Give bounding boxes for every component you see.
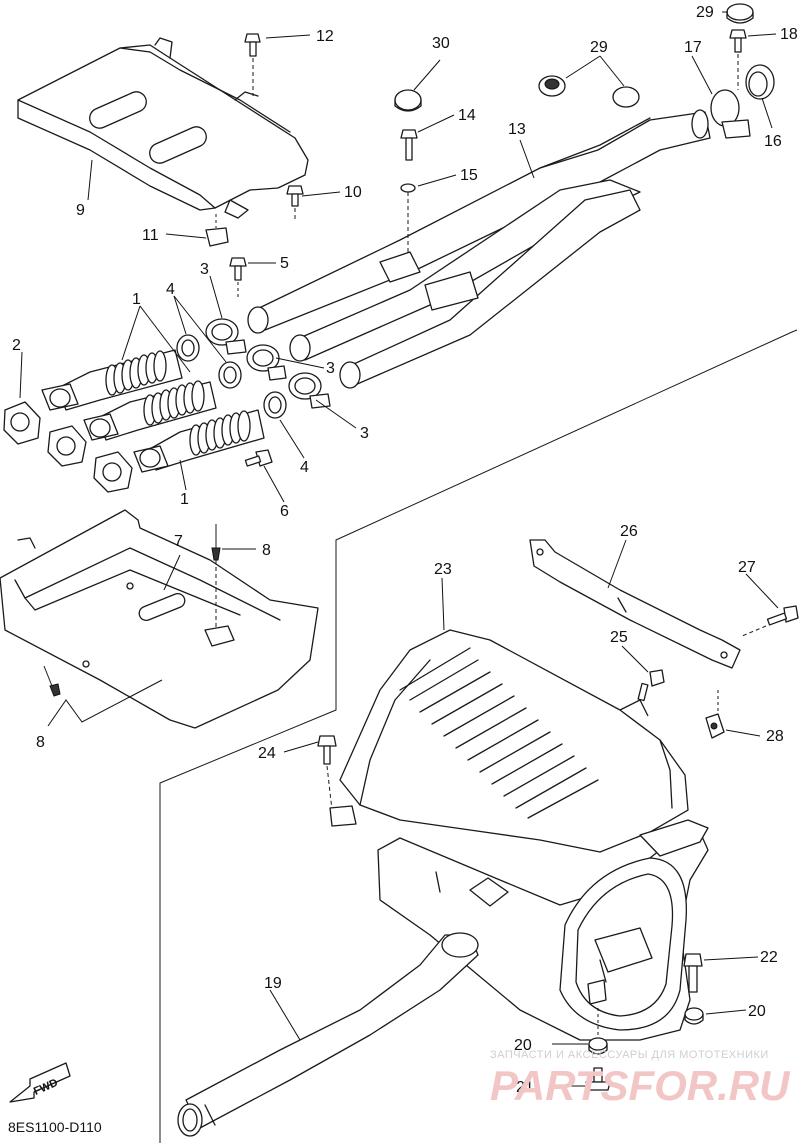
lower-heat-shield	[0, 509, 319, 729]
callout-18: 18	[780, 26, 798, 43]
washer-20-a	[684, 1007, 704, 1025]
cap-29	[612, 86, 640, 108]
callout-3-c: 3	[360, 425, 369, 442]
callout-21: 21	[516, 1079, 534, 1096]
bolt-22	[683, 953, 703, 993]
callout-2: 2	[12, 337, 21, 354]
callout-3-a: 3	[200, 261, 209, 278]
washer-15	[400, 183, 416, 255]
callout-14: 14	[458, 107, 476, 124]
muffler-cover-23	[329, 629, 689, 853]
clamp-3-b	[246, 344, 287, 381]
bolt-6	[244, 449, 273, 467]
callout-10: 10	[344, 184, 362, 201]
callout-6: 6	[280, 503, 289, 520]
callout-11: 11	[142, 227, 159, 244]
clamp-3-c	[288, 372, 331, 409]
callout-15: 15	[460, 167, 478, 184]
callout-19: 19	[264, 975, 282, 992]
bolt-12	[244, 33, 261, 96]
bolt-5	[229, 257, 247, 298]
gasket-16	[745, 64, 775, 100]
watermark-caption: ЗАПЧАСТИ И АКСЕССУАРЫ ДЛЯ МОТОТЕХНИКИ	[490, 1049, 769, 1061]
watermark-logo: PARTSFOR.RU	[490, 1062, 791, 1109]
callout-labels: 12 9 10 11 5 3 4 1 2 3 3 4 1 6 30 14 13 …	[12, 4, 798, 1096]
header-pipe-1-b	[83, 380, 217, 441]
fwd-direction-arrow: FWD	[9, 1062, 71, 1103]
callout-29-a: 29	[590, 39, 608, 56]
callout-26: 26	[620, 523, 638, 540]
header-pipe-1-c	[133, 409, 265, 473]
callout-16: 16	[764, 133, 782, 150]
bolt-21	[585, 1067, 611, 1091]
callout-9: 9	[76, 202, 85, 219]
bolt-27	[741, 605, 799, 637]
watermark: ЗАПЧАСТИ И АКСЕССУАРЫ ДЛЯ МОТОТЕХНИКИ PA…	[490, 1049, 791, 1109]
cap-30	[394, 89, 422, 112]
gasket-4-c	[263, 391, 287, 419]
leader-lines	[19, 11, 779, 1087]
header-pipe-1-a	[41, 349, 183, 411]
callout-5: 5	[280, 255, 289, 272]
callout-12: 12	[316, 28, 334, 45]
exhaust-pipe-assembly	[247, 109, 711, 389]
callout-23: 23	[434, 561, 452, 578]
callout-28: 28	[766, 728, 784, 745]
bolt-18	[729, 29, 747, 90]
callout-4-b: 4	[300, 459, 309, 476]
callout-4-a: 4	[166, 281, 175, 298]
gasket-2-set	[3, 401, 133, 493]
callout-8-b: 8	[36, 734, 45, 751]
bolt-14	[400, 129, 418, 161]
drawing-code: 8ES1100-D110	[8, 1119, 102, 1135]
callout-25: 25	[610, 629, 628, 646]
callout-22: 22	[760, 949, 778, 966]
callout-7: 7	[174, 533, 183, 550]
callout-13: 13	[508, 121, 526, 138]
washer-20-b	[588, 1008, 608, 1055]
cover-slots	[399, 647, 599, 819]
muffler-body	[377, 819, 709, 1041]
callout-30: 30	[432, 35, 450, 52]
callout-29-b: 29	[696, 4, 714, 21]
rivet-8-a	[211, 524, 221, 630]
cap-29-top	[726, 3, 754, 24]
callout-1-b: 1	[180, 491, 189, 508]
grommet-29	[538, 75, 566, 97]
nut-28	[705, 690, 725, 739]
clamp-17	[710, 89, 751, 139]
callout-20-b: 20	[514, 1037, 532, 1054]
bolt-25	[637, 669, 665, 702]
callout-3-b: 3	[326, 360, 335, 377]
tail-pipe-19	[177, 932, 479, 1137]
bolt-24	[317, 735, 337, 811]
section-frame-lines	[159, 329, 798, 1143]
muffler-bracket-26	[529, 539, 741, 669]
bracket-11	[205, 214, 229, 247]
upper-heat-shield	[17, 37, 309, 219]
rivet-8-b	[43, 665, 61, 697]
callout-27: 27	[738, 559, 756, 576]
callout-8-a: 8	[262, 542, 271, 559]
clamp-3-a	[205, 318, 247, 355]
callout-1-a: 1	[132, 291, 141, 308]
gasket-4-b	[218, 361, 242, 389]
bolt-10	[286, 185, 304, 222]
gasket-4-a	[176, 334, 200, 362]
callout-17: 17	[684, 39, 702, 56]
callout-20-a: 20	[748, 1003, 766, 1020]
callout-24: 24	[258, 745, 276, 762]
